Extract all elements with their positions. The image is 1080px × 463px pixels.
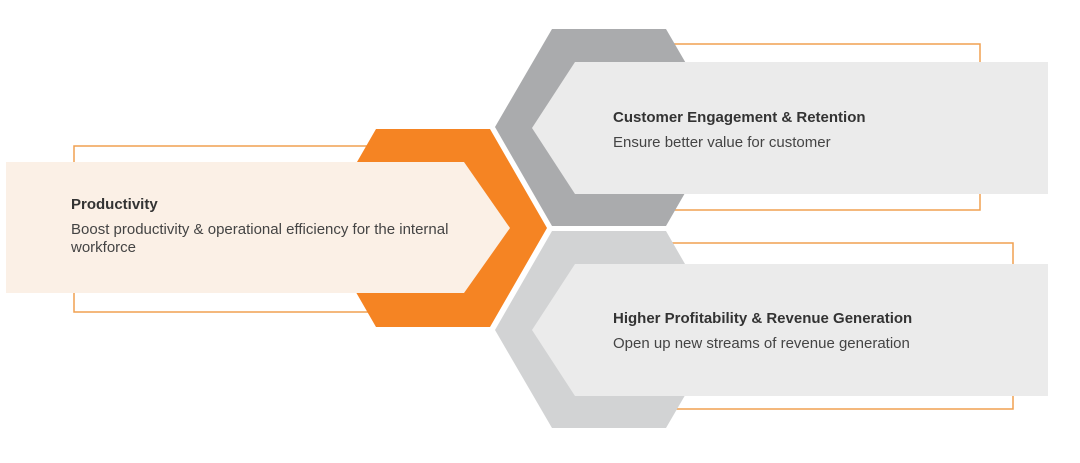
profit-description: Open up new streams of revenue generatio… bbox=[613, 335, 910, 352]
productivity-title: Productivity bbox=[71, 196, 158, 213]
profit-text-block: Higher Profitability & Revenue Generatio… bbox=[613, 309, 1013, 353]
customer-card bbox=[532, 62, 1048, 194]
profit-title: Higher Profitability & Revenue Generatio… bbox=[613, 310, 913, 327]
productivity-description: Boost productivity & operational efficie… bbox=[71, 221, 449, 256]
productivity-text-block: Productivity Boost productivity & operat… bbox=[71, 195, 451, 257]
productivity-card bbox=[6, 162, 510, 293]
customer-title: Customer Engagement & Retention bbox=[613, 109, 866, 126]
customer-text-block: Customer Engagement & Retention Ensure b… bbox=[613, 108, 1013, 152]
profit-card bbox=[532, 264, 1048, 396]
customer-description: Ensure better value for customer bbox=[613, 134, 831, 151]
